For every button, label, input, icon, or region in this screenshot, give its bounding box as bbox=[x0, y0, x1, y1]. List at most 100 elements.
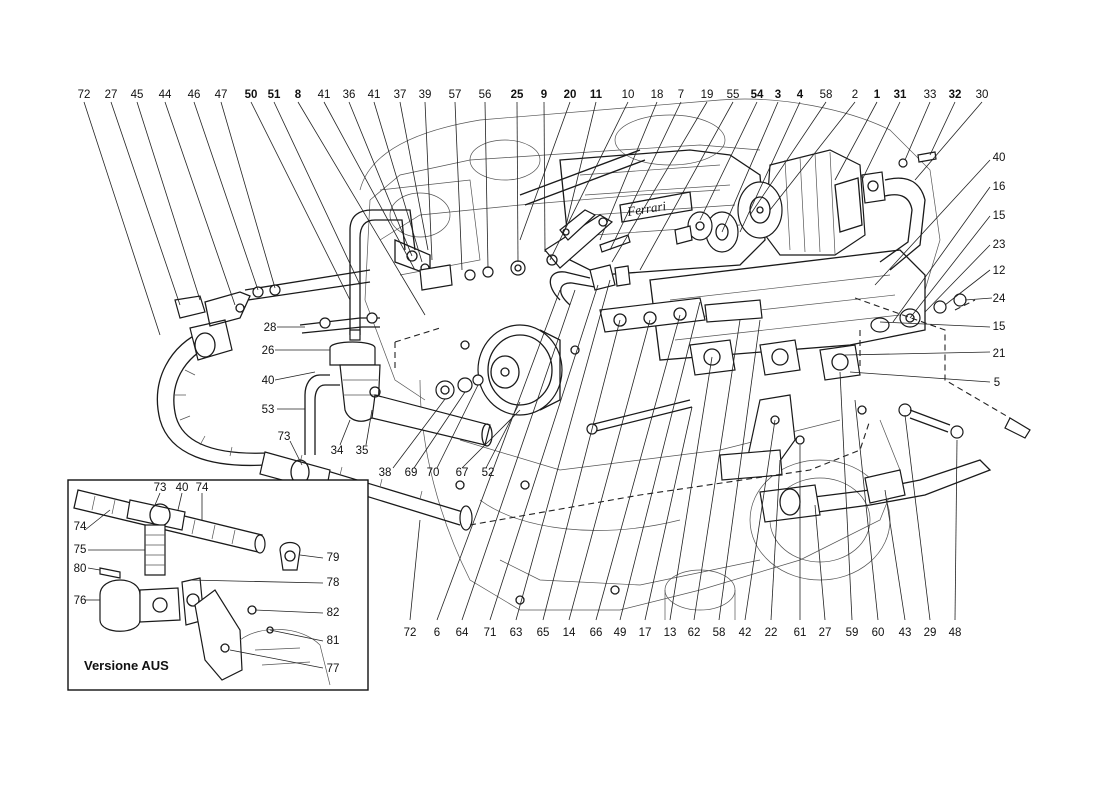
callout-column-left: 28 26 40 53 73 bbox=[262, 322, 291, 443]
callout-number: 36 bbox=[343, 89, 356, 101]
dashed-routing-lines bbox=[394, 297, 1011, 526]
callout-number: 16 bbox=[993, 181, 1006, 193]
callout-number: 46 bbox=[188, 89, 201, 101]
callout-number: 58 bbox=[820, 89, 833, 101]
brand-plate-text: Ferrari bbox=[625, 198, 667, 219]
callout-number: 8 bbox=[295, 89, 302, 101]
callout-number: 60 bbox=[872, 627, 885, 639]
callout-number: 20 bbox=[564, 89, 577, 101]
callout-number: 69 bbox=[405, 467, 418, 479]
callout-number: 37 bbox=[394, 89, 407, 101]
callout-number: 41 bbox=[368, 89, 381, 101]
callout-number: 80 bbox=[74, 563, 87, 575]
callout-number: 75 bbox=[74, 544, 87, 556]
callout-number: 40 bbox=[262, 375, 275, 387]
callout-number: 58 bbox=[713, 627, 726, 639]
callout-number: 55 bbox=[727, 89, 740, 101]
leader-lines bbox=[83, 101, 993, 621]
callout-number: 29 bbox=[924, 627, 937, 639]
callout-number: 21 bbox=[993, 348, 1006, 360]
callout-number: 48 bbox=[949, 627, 962, 639]
callout-number: 45 bbox=[131, 89, 144, 101]
callout-number: 43 bbox=[899, 627, 912, 639]
callout-number: 42 bbox=[739, 627, 752, 639]
callout-number: 77 bbox=[327, 663, 340, 675]
callout-number: 27 bbox=[819, 627, 832, 639]
callout-number: 27 bbox=[105, 89, 118, 101]
callout-number: 23 bbox=[993, 239, 1006, 251]
callout-number: 74 bbox=[74, 521, 87, 533]
callout-number: 52 bbox=[482, 467, 495, 479]
callout-number: 81 bbox=[327, 635, 340, 647]
callout-number: 3 bbox=[775, 89, 781, 101]
callout-number: 40 bbox=[176, 482, 189, 494]
callout-number: 50 bbox=[245, 89, 258, 101]
callout-number: 14 bbox=[563, 627, 576, 639]
brackets-and-tensioner bbox=[464, 149, 713, 281]
callout-number: 51 bbox=[268, 89, 281, 101]
callout-number: 25 bbox=[511, 89, 524, 101]
callout-number: 61 bbox=[794, 627, 807, 639]
callout-number: 79 bbox=[327, 552, 340, 564]
callout-number: 6 bbox=[434, 627, 440, 639]
callout-number: 30 bbox=[976, 89, 989, 101]
callout-number: 31 bbox=[894, 89, 907, 101]
callout-number: 12 bbox=[993, 265, 1006, 277]
callout-number: 63 bbox=[510, 627, 523, 639]
callout-number: 53 bbox=[262, 404, 275, 416]
callout-number: 82 bbox=[327, 607, 340, 619]
callout-number: 34 bbox=[331, 445, 344, 457]
callout-number: 57 bbox=[449, 89, 462, 101]
callout-number: 67 bbox=[456, 467, 469, 479]
callout-number: 10 bbox=[622, 89, 635, 101]
callout-number: 62 bbox=[688, 627, 701, 639]
callout-number: 15 bbox=[993, 321, 1006, 333]
callout-number: 78 bbox=[327, 577, 340, 589]
callout-number: 13 bbox=[664, 627, 677, 639]
callout-number: 2 bbox=[852, 89, 858, 101]
callout-number: 65 bbox=[537, 627, 550, 639]
diverter-valve-assembly bbox=[304, 209, 563, 455]
callout-number: 72 bbox=[404, 627, 417, 639]
inset-caption: Versione AUS bbox=[84, 658, 169, 673]
callout-number: 26 bbox=[262, 345, 275, 357]
callout-number: 33 bbox=[924, 89, 937, 101]
callout-number: 5 bbox=[994, 377, 1000, 389]
callout-number: 59 bbox=[846, 627, 859, 639]
callout-number: 56 bbox=[479, 89, 492, 101]
callout-group-center: 34 35 38 69 70 67 52 bbox=[331, 445, 495, 479]
callout-number: 18 bbox=[651, 89, 664, 101]
callout-number: 9 bbox=[541, 89, 547, 101]
callout-number: 74 bbox=[196, 482, 209, 494]
callout-number: 72 bbox=[78, 89, 91, 101]
callout-number: 64 bbox=[456, 627, 469, 639]
callout-number: 47 bbox=[215, 89, 228, 101]
callout-number: 1 bbox=[874, 89, 881, 101]
callout-number: 17 bbox=[639, 627, 652, 639]
callout-number: 70 bbox=[427, 467, 440, 479]
callout-number: 28 bbox=[264, 322, 277, 334]
callout-number: 40 bbox=[993, 152, 1006, 164]
callout-number: 24 bbox=[993, 293, 1006, 305]
ferrari-brand-plate: Ferrari bbox=[619, 191, 693, 223]
inset-aus-version: Versione AUS bbox=[67, 479, 369, 691]
callout-number: 38 bbox=[379, 467, 392, 479]
callout-number: 7 bbox=[678, 89, 684, 101]
callout-number: 35 bbox=[356, 445, 369, 457]
callout-number: 4 bbox=[797, 89, 804, 101]
callout-number: 32 bbox=[949, 89, 962, 101]
callout-number: 39 bbox=[419, 89, 432, 101]
callout-number: 19 bbox=[701, 89, 714, 101]
callout-number: 76 bbox=[74, 595, 87, 607]
callout-number: 49 bbox=[614, 627, 627, 639]
callout-number: 66 bbox=[590, 627, 603, 639]
callout-number: 44 bbox=[159, 89, 172, 101]
callout-number: 73 bbox=[278, 431, 291, 443]
callout-number: 11 bbox=[590, 89, 603, 101]
callout-number: 71 bbox=[484, 627, 497, 639]
